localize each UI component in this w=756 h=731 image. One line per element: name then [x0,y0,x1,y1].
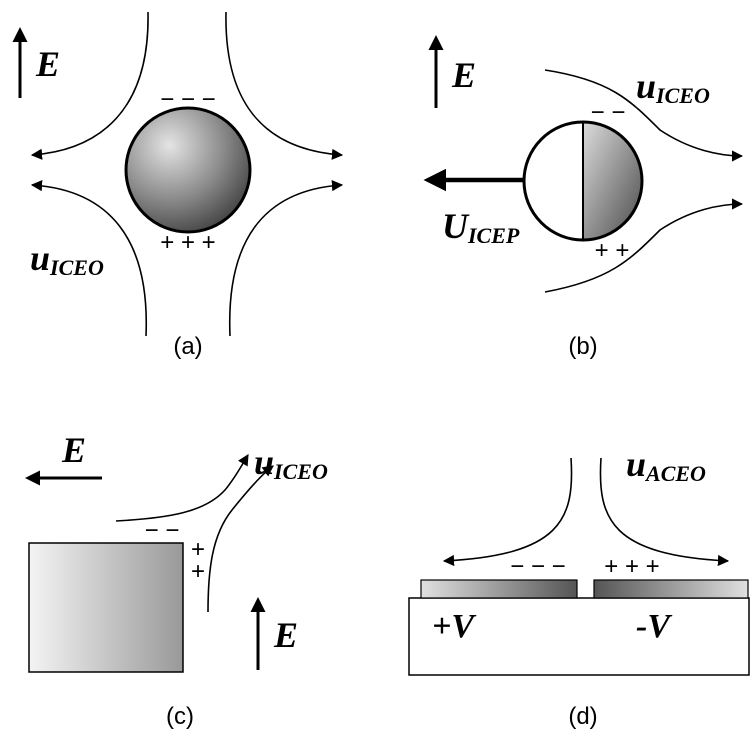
electrode-left-d [420,579,578,599]
negative-charges-d: − − − [510,553,565,580]
caption-c: (c) [166,703,194,730]
electrode-label-left-d: +V [432,608,476,645]
flow-line-a-bottom-right [228,180,344,337]
sphere-particle-a [124,106,252,234]
substrate-d [408,597,750,676]
flow-label-c: uICEO [254,442,328,484]
positive-charges-a: + + + [160,229,215,256]
positive-charges-d: + + + [604,553,659,580]
negative-charges-c: − − [145,517,180,544]
electrode-right-d [593,579,749,599]
caption-d: (d) [568,703,597,730]
electrode-label-right-d: -V [636,608,672,645]
caption-a: (a) [173,333,202,360]
field-label-a: E [35,44,60,84]
velocity-label-b: UICEP [442,206,520,248]
flow-line-b-top [544,69,744,162]
field-label-c-top: E [61,430,86,470]
panel-b: E − − + + UICEP uICEO (b) [423,35,744,360]
negative-charges-b: − − [591,99,626,126]
flow-label-a: uICEO [30,238,104,280]
flow-line-a-top-left [30,11,149,160]
positive-charges-b: + + [595,237,630,264]
caption-b: (b) [568,333,597,360]
field-label-c-bottom: E [273,615,298,655]
positive-charge-c-2: + [191,558,205,585]
flow-line-c-over [115,454,249,522]
conductor-block-c [28,542,184,673]
panel-c: E − − + + uICEO E (c) [25,430,328,730]
janus-particle-b [522,120,644,242]
field-label-b: E [451,55,476,95]
flow-line-d-left [442,457,573,567]
positive-charge-c-1: + [191,536,205,563]
flow-label-b: uICEO [636,66,710,108]
flow-line-c-side [207,465,274,613]
flow-line-a-top-right [225,11,344,160]
flow-line-b-bottom [544,198,744,293]
flow-line-d-right [599,457,730,567]
negative-charges-a: − − − [160,86,215,113]
panel-d: − − − + + + +V -V uACEO (d) [408,444,750,730]
panel-a: E − − − + + + uICEO (a) [12,11,344,360]
flow-label-d: uACEO [626,444,706,486]
flow-line-a-bottom-left [30,180,148,337]
